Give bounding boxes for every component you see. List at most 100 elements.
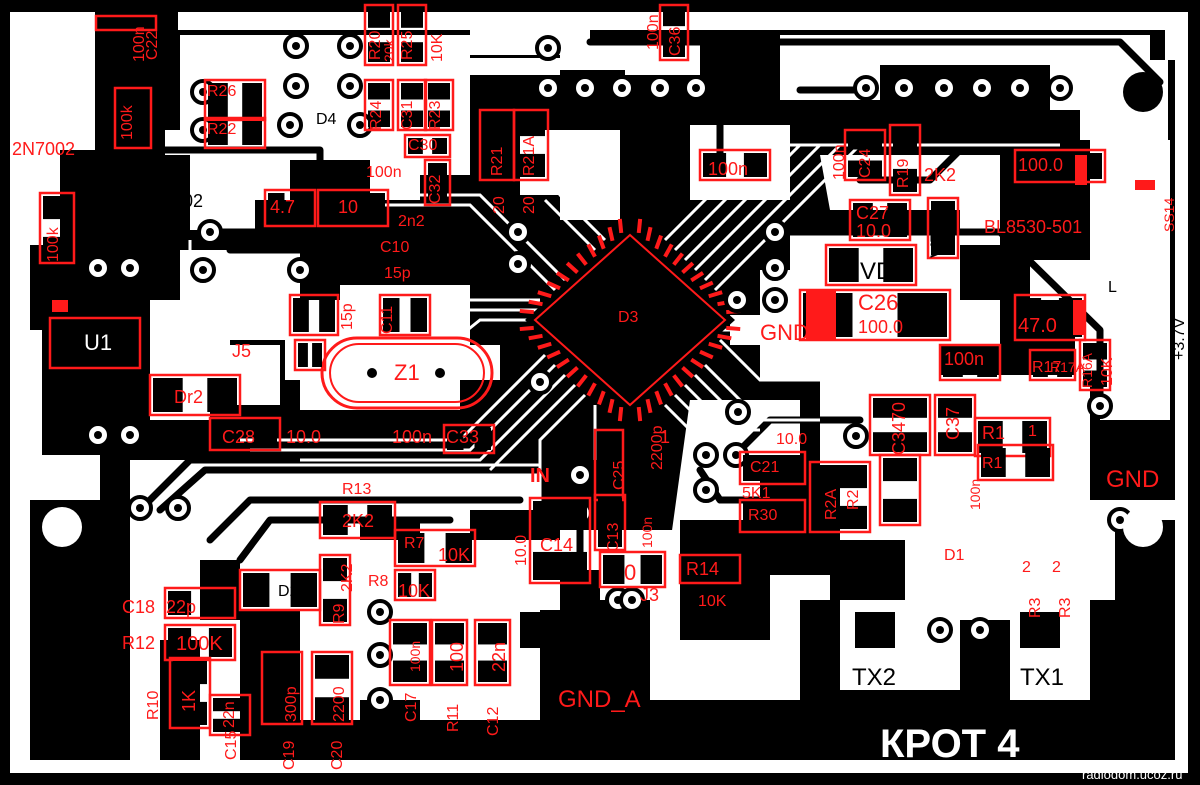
smd-pad xyxy=(253,421,277,447)
label-v100n-e: 100n xyxy=(831,144,848,180)
component-outline xyxy=(658,3,690,62)
label-c15: C15 xyxy=(223,730,240,760)
label-c19: C19 xyxy=(281,740,298,770)
ic-pin xyxy=(681,366,695,379)
smd-pad xyxy=(848,160,882,177)
label-c3470: C3470 xyxy=(889,401,909,455)
label-u1: U1 xyxy=(84,330,113,355)
smd-pad xyxy=(242,121,262,145)
ic-pin xyxy=(717,333,732,341)
label-r9: R9 xyxy=(331,603,348,624)
label-r23: R23 xyxy=(427,100,444,130)
smd-pad xyxy=(1057,353,1072,377)
label-v100k-a: 100k xyxy=(119,105,136,140)
smd-pad xyxy=(393,660,427,682)
smd-pad xyxy=(401,83,423,100)
label-v10-0d: 10.0 xyxy=(513,534,530,566)
smd-pad xyxy=(478,623,507,645)
component-outline xyxy=(1078,338,1112,392)
label-c12: C12 xyxy=(485,706,502,736)
smd-pad xyxy=(883,458,917,482)
label-v20k: 20k xyxy=(381,39,397,62)
label-r12: R12 xyxy=(122,633,156,653)
smd-pad xyxy=(813,465,867,489)
smd-pad xyxy=(315,655,349,679)
smd-pad xyxy=(401,42,423,62)
label-v2-b: 2 xyxy=(1052,559,1061,576)
label-bl8530: BL8530-501 xyxy=(984,217,1083,237)
pad-hole xyxy=(734,408,742,416)
label-r1: R1 xyxy=(982,423,1006,443)
smd-pad xyxy=(474,428,491,450)
smd-pad xyxy=(1022,421,1047,453)
component-outline xyxy=(808,460,872,534)
label-v10k-top: 10K xyxy=(429,33,446,62)
ic-pin xyxy=(645,398,653,414)
chip-fanout-traces xyxy=(188,143,1060,510)
label-c21: C21 xyxy=(750,459,780,476)
smd-pad xyxy=(118,125,148,145)
label-r17: R17 xyxy=(1032,359,1062,376)
pad-hole xyxy=(174,504,182,512)
pad-hole xyxy=(1016,84,1024,92)
label-z1: Z1 xyxy=(394,360,420,385)
label-v100n-g: 100n xyxy=(967,478,983,510)
smd-pad xyxy=(43,236,71,260)
component-outline xyxy=(163,586,237,620)
smd-pad xyxy=(435,660,464,682)
label-r26: R26 xyxy=(207,83,237,100)
component-outline xyxy=(48,316,142,370)
ic-pin xyxy=(672,374,684,388)
smd-pad xyxy=(173,701,207,725)
smd-pad xyxy=(323,558,347,582)
smd-pad xyxy=(483,113,511,137)
ic-pin xyxy=(565,261,579,274)
label-r13: R13 xyxy=(342,481,372,498)
smd-pad xyxy=(319,298,335,332)
label-v100n-h: 100n xyxy=(392,427,433,447)
label-tx2: TX2 xyxy=(852,664,897,691)
label-v2-a: 2 xyxy=(1022,559,1031,576)
component-outline xyxy=(1028,348,1077,382)
ic-pin xyxy=(654,234,663,250)
ic-pin xyxy=(546,280,561,291)
smd-pad xyxy=(153,378,183,412)
label-v100n-i: 100n xyxy=(639,516,655,548)
pad-hole xyxy=(544,84,552,92)
ic-pin xyxy=(690,357,705,369)
smd-pad xyxy=(312,343,322,367)
smd-pad xyxy=(445,533,472,563)
smd-pad xyxy=(813,505,867,529)
label-v100-0b: 100.0 xyxy=(1018,155,1064,175)
smd-pad xyxy=(640,555,662,584)
label-r17a: R17A xyxy=(1050,359,1086,375)
label-v22p: 22p xyxy=(166,597,197,617)
smd-pad xyxy=(428,187,447,202)
label-c32: C32 xyxy=(427,174,444,204)
label-ss14: SS14 xyxy=(1161,197,1177,232)
label-v20-b: 20 xyxy=(521,196,538,214)
label-r7: R7 xyxy=(404,535,425,552)
smd-pad xyxy=(213,698,247,712)
label-r24: R24 xyxy=(368,100,385,130)
ic-pin xyxy=(537,290,552,299)
pad-hole xyxy=(199,266,207,274)
smd-pad xyxy=(780,503,802,529)
smd-pad xyxy=(1083,343,1107,360)
smd-pad xyxy=(208,628,232,657)
smd-pad xyxy=(447,428,464,450)
label-v100n-b: 100n xyxy=(366,164,402,181)
label-gnd: GND xyxy=(1106,466,1160,493)
label-r22: R22 xyxy=(207,121,237,138)
label-v4-7: 4.7 xyxy=(270,197,296,217)
smd-pad xyxy=(743,503,765,529)
ic-pin xyxy=(607,226,615,242)
component-outline xyxy=(363,78,395,132)
smd-pad xyxy=(663,38,685,57)
smd-pad xyxy=(893,128,917,152)
component-outline xyxy=(843,128,887,182)
label-v100n-f: 100n xyxy=(944,349,985,369)
label-v300p: 300p xyxy=(283,686,300,722)
component-outline xyxy=(318,500,397,540)
